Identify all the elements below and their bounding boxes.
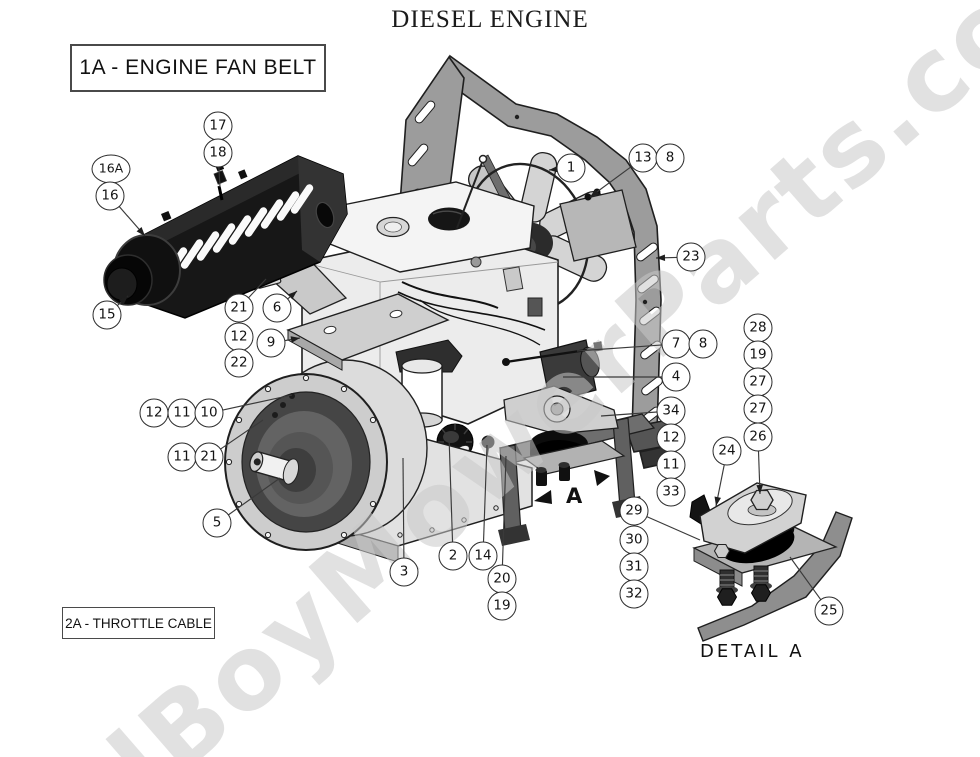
detail-a-assembly [689, 482, 853, 642]
dipstick [456, 154, 488, 229]
drain-bolt [481, 435, 495, 449]
section-arrow-a [534, 470, 610, 504]
label-engine-fan-belt-text: 1A - ENGINE FAN BELT [79, 56, 317, 79]
belt-guard [559, 188, 637, 262]
label-throttle-cable-text: 2A - THROTTLE CABLE [65, 615, 212, 631]
air-cleaner-inlet [103, 234, 181, 306]
section-a-letter: A [566, 484, 583, 508]
page-title: DIESEL ENGINE [391, 6, 589, 33]
label-throttle-cable: 2A - THROTTLE CABLE [62, 607, 215, 639]
label-engine-fan-belt: 1A - ENGINE FAN BELT [70, 44, 326, 92]
detail-a-label: DETAIL A [700, 641, 805, 662]
flywheel-housing [224, 359, 428, 551]
air-cleaner [103, 155, 348, 319]
stud-bolt [716, 569, 738, 606]
output-shaft [249, 451, 300, 485]
stud-bolt [750, 565, 772, 602]
mount-hex-bolt [750, 489, 774, 511]
